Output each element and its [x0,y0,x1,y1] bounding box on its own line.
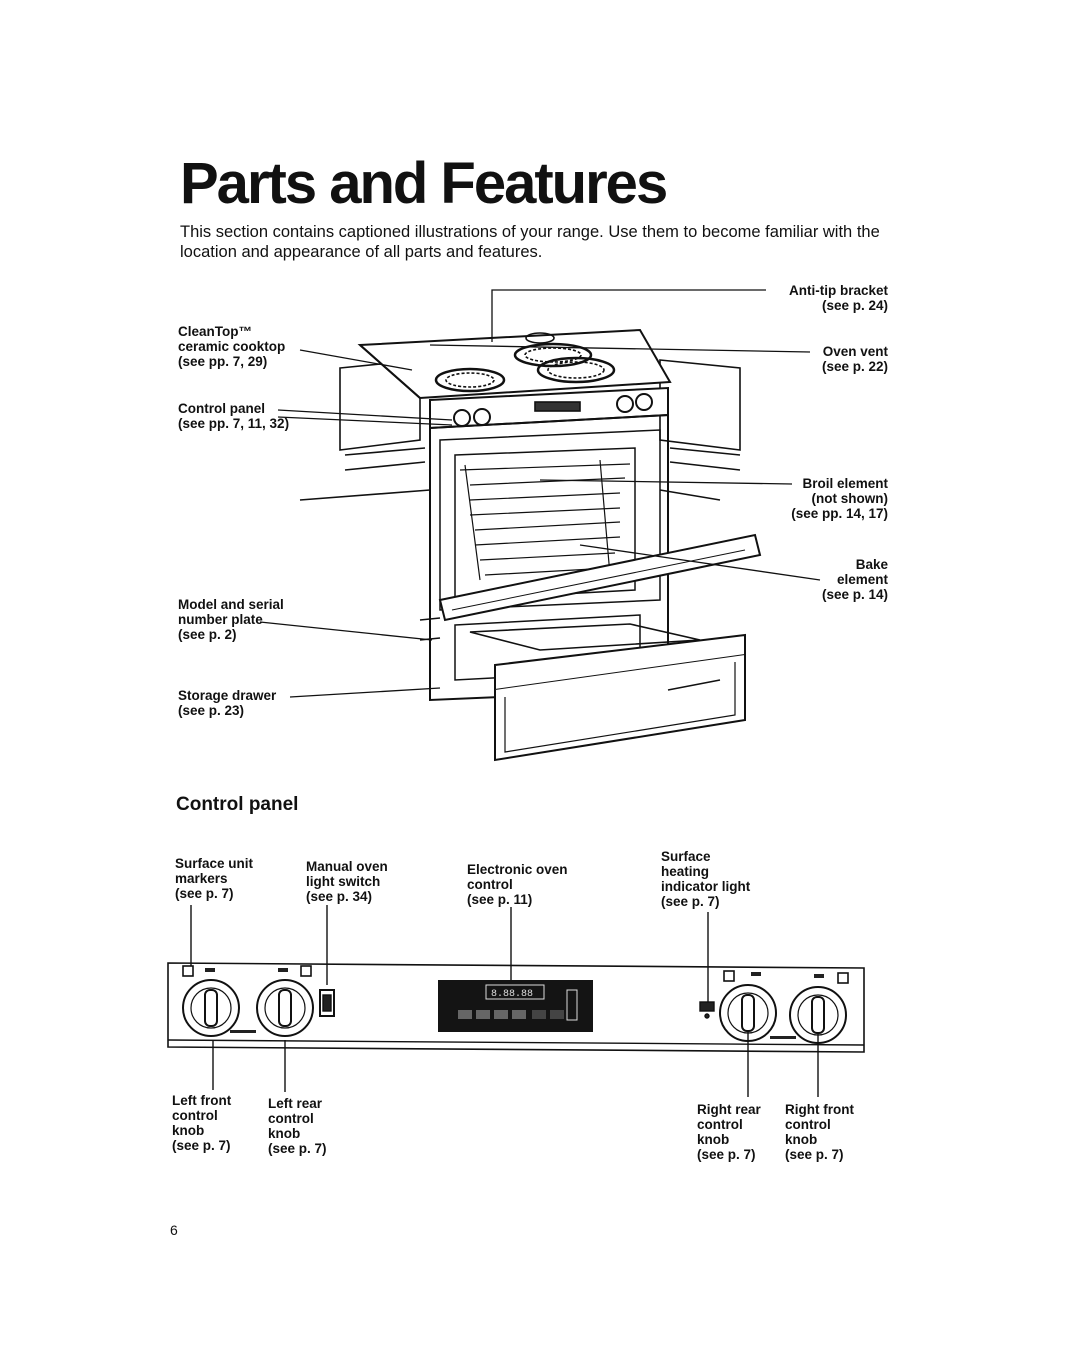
page-title: Parts and Features [180,151,668,216]
label-model-serial-plate: Model and serial number plate (see p. 2) [178,597,284,642]
intro-paragraph: This section contains captioned illustra… [180,223,880,261]
label-control-panel: Control panel (see pp. 7, 11, 32) [178,401,290,431]
label-cleantop-cooktop: CleanTop™ ceramic cooktop (see pp. 7, 29… [178,324,286,369]
label-manual-oven-light: Manual oven light switch (see p. 34) [306,859,388,904]
svg-text:8.88.88: 8.88.88 [491,989,533,1000]
label-right-rear-knob: Right rear control knob (see p. 7) [697,1102,761,1162]
label-broil-element: Broil element (not shown) (see pp. 14, 1… [791,476,888,521]
label-storage-drawer: Storage drawer (see p. 23) [178,688,277,718]
page-number: 6 [170,1222,178,1238]
label-anti-tip-bracket: Anti-tip bracket (see p. 24) [788,283,888,313]
label-surface-heating-indicator: Surface heating indicator light (see p. … [661,849,751,909]
label-left-front-knob: Left front control knob (see p. 7) [172,1093,232,1153]
label-electronic-oven-control: Electronic oven control (see p. 11) [467,862,568,907]
label-bake-element: Bake element (see p. 14) [821,557,888,602]
label-oven-vent: Oven vent (see p. 22) [821,344,888,374]
control-panel-heading: Control panel [176,794,299,815]
label-right-front-knob: Right front control knob (see p. 7) [785,1102,854,1162]
label-surface-unit-markers: Surface unit markers (see p. 7) [175,856,254,901]
label-left-rear-knob: Left rear control knob (see p. 7) [268,1096,327,1156]
